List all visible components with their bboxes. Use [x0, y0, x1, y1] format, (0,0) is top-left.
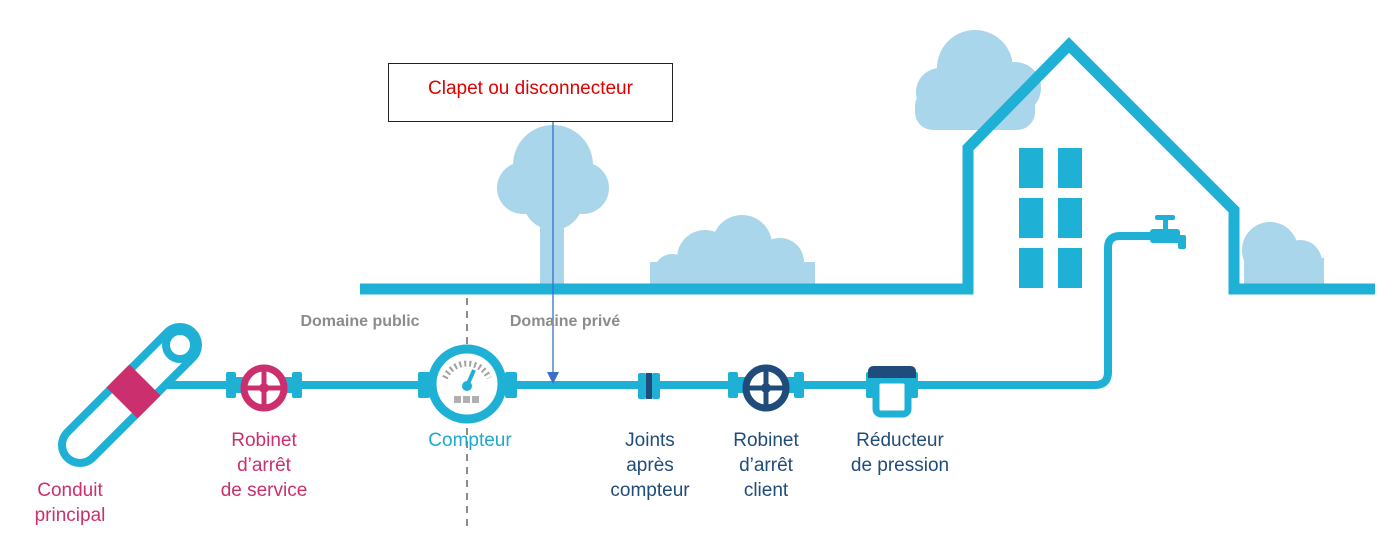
faucet-icon — [1150, 215, 1186, 249]
service-valve-label: Robinet d’arrêt de service — [220, 430, 308, 501]
callout-box: Clapet ou disconnecteur — [388, 63, 673, 122]
house-window-icon — [1019, 148, 1082, 288]
right-bush-icon — [1242, 222, 1324, 286]
cloud-icon — [915, 30, 1041, 130]
client-valve-label: Robinet d’arrêt client — [733, 430, 799, 501]
meter-label: Compteur — [428, 430, 512, 451]
client-valve-icon — [728, 364, 804, 412]
callout-arrow — [547, 122, 559, 384]
meter-icon — [418, 344, 517, 424]
joints-label: Joints après compteur — [610, 430, 690, 501]
main-pipe-label: Conduit principal — [34, 480, 106, 526]
bush-cloud-icon — [650, 215, 815, 290]
joints-icon — [638, 373, 660, 399]
callout-text: Clapet ou disconnecteur — [428, 78, 633, 99]
pressure-reducer-icon — [866, 366, 918, 418]
house-outline — [360, 37, 1375, 295]
main-conduit-icon — [58, 323, 202, 467]
pressure-reducer-label: Réducteur de pression — [850, 430, 950, 476]
domain-public-label: Domaine public — [300, 313, 420, 330]
background-scenery — [497, 30, 1324, 290]
domain-private-label: Domaine privé — [509, 313, 621, 330]
service-valve-icon — [226, 364, 302, 412]
supply-pipe — [146, 232, 1159, 389]
